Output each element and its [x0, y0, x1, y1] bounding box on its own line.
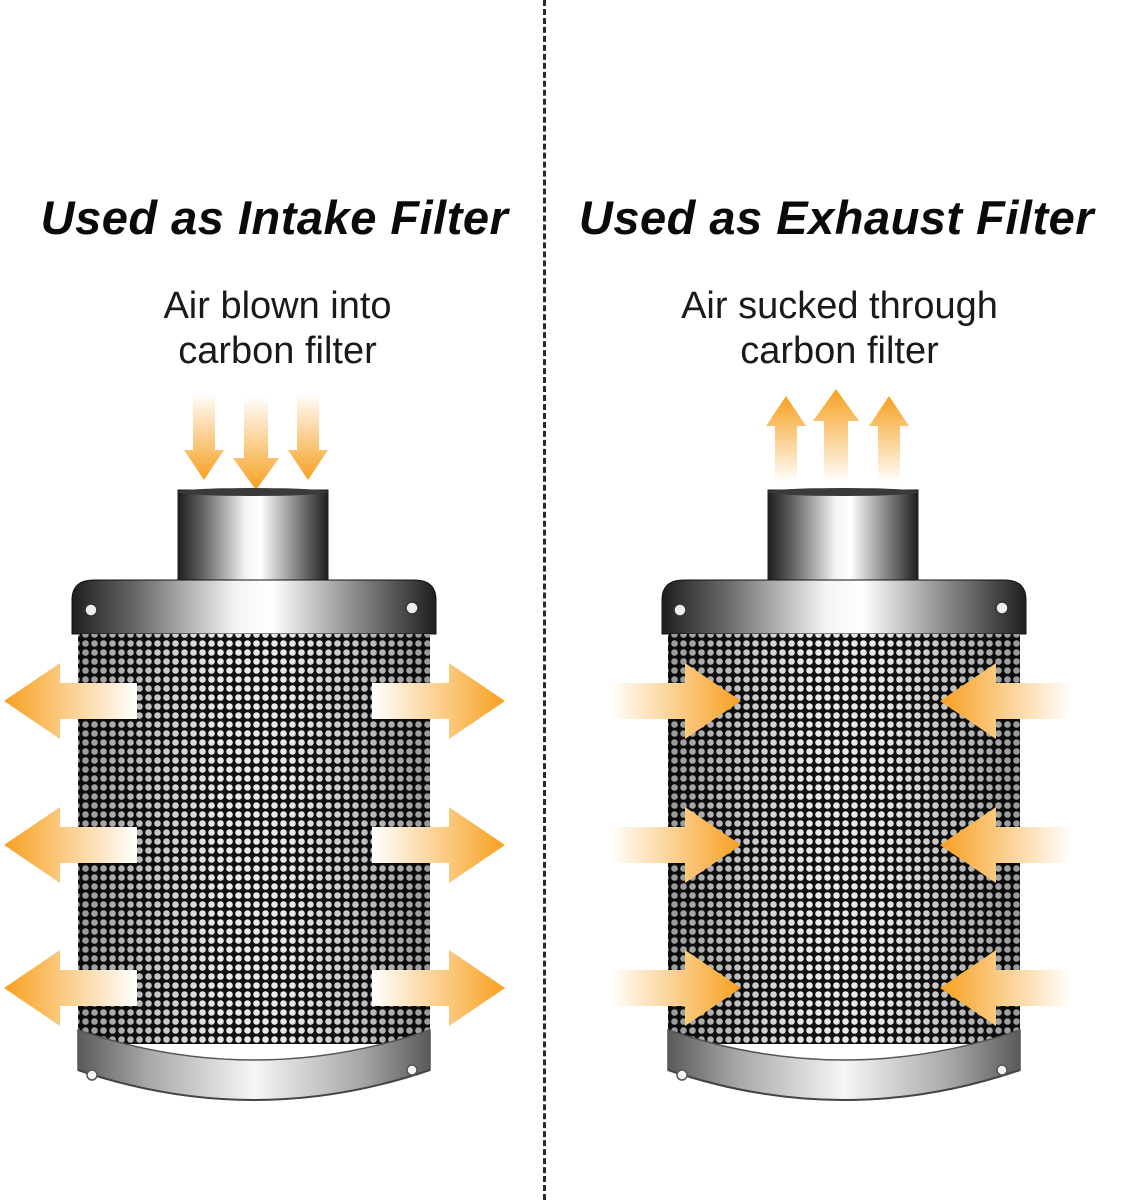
arrow-left-icon: [940, 807, 1072, 883]
arrow-up-icon: [766, 396, 806, 483]
pipe-rim: [178, 488, 328, 496]
arrow-right-icon: [610, 950, 741, 1026]
arrow-left-icon: [940, 950, 1072, 1026]
screw-icon: [673, 603, 687, 617]
arrow-down-icon: [233, 396, 279, 490]
pipe-rim: [768, 488, 918, 496]
subtitle-line-2: carbon filter: [740, 330, 939, 372]
inflow-arrows-left: [610, 663, 741, 1026]
arrow-up-icon: [869, 396, 909, 483]
filter-outlet-pipe: [767, 489, 919, 586]
exhaust-panel: Used as Exhaust Filter Air sucked throug…: [562, 0, 1123, 1200]
arrow-left-icon: [4, 807, 137, 883]
panel-title: Used as Exhaust Filter: [578, 191, 1095, 244]
arrow-right-icon: [372, 950, 505, 1026]
intake-filter-illustration: [4, 393, 505, 1101]
subtitle-line-2: carbon filter: [178, 330, 377, 372]
panel-subtitle: Air blown into carbon filter: [0, 284, 558, 374]
outflow-arrows-right: [372, 663, 505, 1026]
arrow-right-icon: [372, 807, 505, 883]
filter-top-cap: [71, 579, 437, 635]
subtitle-line-1: Air blown into: [163, 285, 392, 327]
arrow-down-icon: [288, 393, 328, 480]
screw-icon: [406, 1064, 418, 1076]
panel-subtitle: Air sucked through carbon filter: [559, 284, 1120, 374]
screw-icon: [405, 601, 419, 615]
screw-icon: [995, 601, 1009, 615]
screw-icon: [676, 1069, 688, 1081]
exhaust-filter-illustration: [610, 389, 1072, 1101]
center-divider: [543, 0, 546, 1200]
subtitle-line-1: Air sucked through: [681, 285, 998, 327]
screw-icon: [86, 1069, 98, 1081]
arrow-left-icon: [940, 663, 1072, 739]
intake-panel: Used as Intake Filter Air blown into car…: [0, 0, 561, 1200]
arrow-down-icon: [184, 393, 224, 480]
filter-top-cap: [661, 579, 1027, 635]
arrow-up-icon: [813, 389, 859, 483]
arrow-left-icon: [4, 950, 137, 1026]
outflow-arrows-left: [4, 663, 137, 1026]
arrow-right-icon: [610, 663, 741, 739]
filter-inlet-pipe: [177, 489, 329, 586]
arrow-left-icon: [4, 663, 137, 739]
inflow-arrows-top: [184, 393, 328, 490]
outflow-arrows-top: [766, 389, 909, 483]
arrow-right-icon: [610, 807, 741, 883]
panel-title: Used as Intake Filter: [40, 191, 509, 244]
screw-icon: [84, 603, 98, 617]
screw-icon: [996, 1064, 1008, 1076]
inflow-arrows-right: [940, 663, 1072, 1026]
arrow-right-icon: [372, 663, 505, 739]
